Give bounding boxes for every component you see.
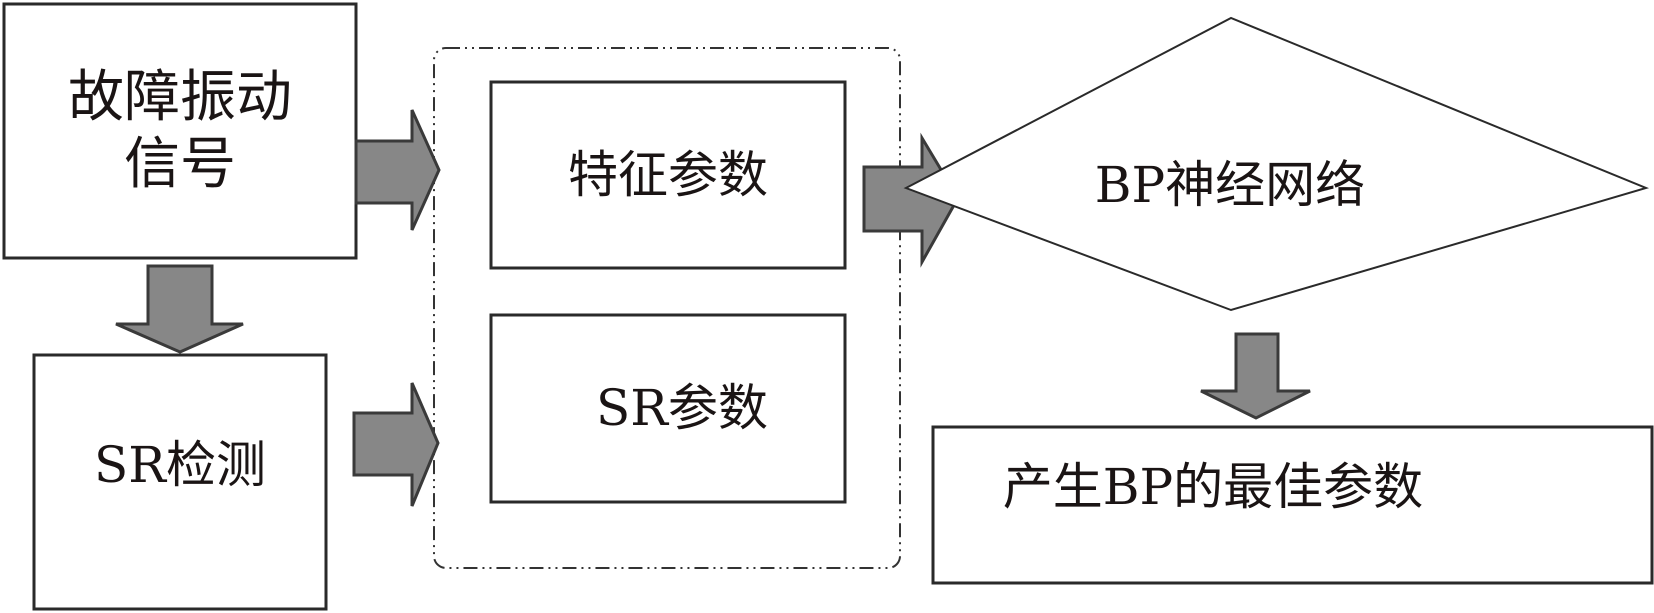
arrow-down-bp-to-result	[1200, 332, 1311, 420]
bp-network-label: BP神经网络	[1094, 156, 1366, 214]
bp-best-params-box	[931, 425, 1654, 585]
parameter-group-container	[433, 47, 901, 569]
bp-best-params-label: 产生BP的最佳参数	[1002, 458, 1424, 516]
arrow-right-group-to-bp	[862, 132, 960, 268]
sr-detection-label: SR检测	[94, 436, 266, 494]
sr-params-box	[489, 313, 847, 504]
sr-detection-box	[32, 353, 328, 611]
arrow-down-to-sr-detection	[115, 264, 244, 354]
fault-signal-box	[2, 2, 358, 260]
fault-signal-label: 故障振动 信号	[68, 64, 292, 197]
sr-params-label: SR参数	[596, 379, 768, 437]
arrow-right-detection-to-group	[352, 382, 440, 507]
feature-params-box	[489, 80, 847, 270]
arrow-right-signal-to-group	[354, 109, 441, 231]
feature-params-label: 特征参数	[568, 146, 768, 204]
